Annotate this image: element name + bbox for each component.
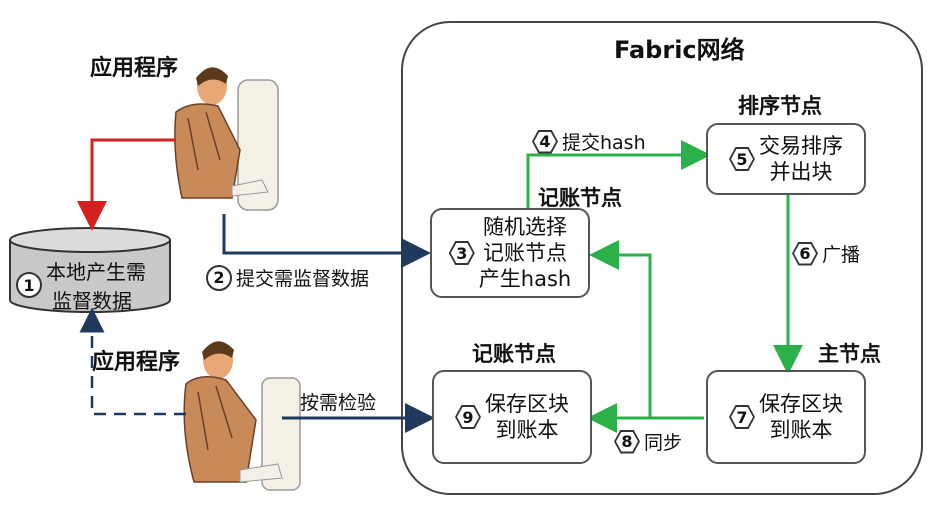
arrow-8-label: 8 同步 — [614, 428, 682, 455]
person-top-icon — [174, 67, 279, 211]
database-text: 1 本地产生需 监督数据 — [16, 256, 146, 314]
arrow-8-text: 同步 — [644, 432, 683, 454]
step-6-badge: 6 — [792, 241, 818, 266]
box-3-random-select: 3 随机选择 记账节点 产生hash — [430, 208, 590, 298]
arrow-4-line — [526, 140, 711, 208]
arrow-2-label: 2 提交需监督数据 — [206, 264, 369, 291]
arrow-4-text: 提交hash — [562, 132, 646, 154]
box9-line2: 到账本 — [495, 418, 559, 442]
step-7-badge: 7 — [729, 405, 755, 429]
arrow-2-text: 提交需监督数据 — [236, 268, 370, 290]
database-line2: 监督数据 — [52, 289, 132, 313]
arrow-6-text: 广播 — [822, 244, 861, 266]
dashed-query-arrow — [79, 307, 186, 416]
box3-line1: 随机选择 — [483, 215, 567, 239]
query-arrow-label: 按需检验 — [300, 388, 376, 415]
box5-line1: 交易排序 — [759, 134, 843, 158]
arrow-6-label: 6 广播 — [792, 240, 860, 267]
database-cylinder-icon — [9, 227, 171, 313]
box7-line1: 保存区块 — [759, 392, 843, 416]
orderer-node-label: 排序节点 — [738, 94, 822, 118]
box-7-main-save-block: 7 保存区块 到账本 — [706, 370, 866, 464]
box5-line2: 并出块 — [769, 160, 833, 184]
box3-line3: 产生hash — [478, 267, 572, 291]
main-node-label: 主节点 — [818, 342, 881, 366]
step-4-badge: 4 — [532, 129, 558, 154]
step-3-badge: 3 — [448, 241, 475, 265]
step-5-badge: 5 — [729, 147, 755, 171]
step-8-badge: 8 — [614, 429, 640, 454]
accounting-node-label-bottom: 记账节点 — [472, 342, 556, 366]
arrow-7-to-3-line — [589, 240, 704, 420]
box9-line1: 保存区块 — [485, 392, 569, 416]
query-arrow-text: 按需检验 — [300, 392, 377, 414]
box3-line2: 记账节点 — [483, 241, 567, 265]
red-arrow — [77, 138, 176, 231]
app-bottom-label: 应用程序 — [92, 350, 181, 375]
arrow-4-label: 4 提交hash — [532, 128, 646, 155]
box7-line2: 到账本 — [769, 418, 833, 442]
accounting-node-label-top: 记账节点 — [538, 186, 622, 210]
step-2-badge: 2 — [206, 264, 232, 291]
database-line1: 本地产生需 — [46, 260, 146, 284]
person-bottom-icon — [183, 341, 301, 491]
arrow-2-line — [222, 214, 431, 268]
step-9-badge: 9 — [455, 405, 481, 429]
step-1-badge: 1 — [16, 272, 42, 298]
network-title: Fabric网络 — [614, 36, 745, 64]
box-9-save-block: 9 保存区块 到账本 — [432, 370, 592, 464]
app-top-label: 应用程序 — [90, 56, 179, 81]
box-5-order-transactions: 5 交易排序 并出块 — [706, 123, 866, 195]
